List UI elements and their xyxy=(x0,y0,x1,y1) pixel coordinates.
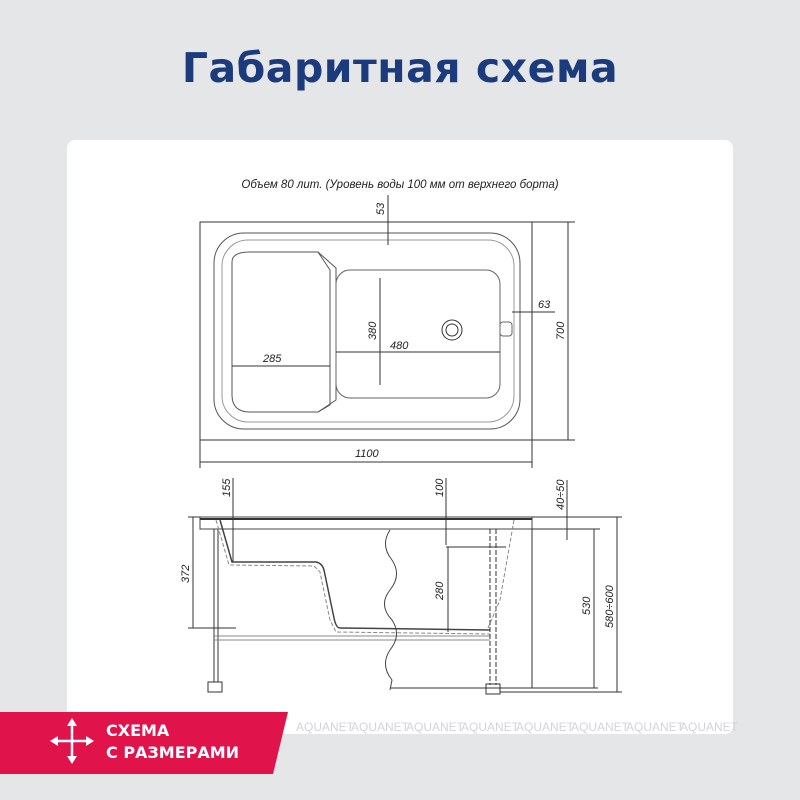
top-view xyxy=(199,195,575,468)
dim-372: 372 xyxy=(180,565,192,583)
leg-foot-left xyxy=(207,681,223,693)
svg-text:AQUANET: AQUANET xyxy=(516,720,575,734)
four-way-arrows-icon xyxy=(50,718,94,764)
dim-480: 480 xyxy=(390,340,409,352)
dim-280: 280 xyxy=(434,581,446,601)
banner-label: СХЕМА С РАЗМЕРАМИ xyxy=(106,720,239,764)
page-title: Габаритная схема xyxy=(181,44,619,92)
dim-700: 700 xyxy=(555,321,567,340)
leg-foot-right xyxy=(485,683,501,695)
dim-40-50: 40÷50 xyxy=(555,479,567,510)
svg-text:AQUANET: AQUANET xyxy=(296,720,355,734)
svg-text:AQUANET: AQUANET xyxy=(351,720,410,734)
overflow-icon xyxy=(499,321,513,337)
banner-line1: СХЕМА xyxy=(106,721,170,740)
dim-63: 63 xyxy=(538,299,551,311)
drain-icon xyxy=(441,319,463,341)
svg-text:AQUANET: AQUANET xyxy=(626,720,685,734)
dim-380: 380 xyxy=(367,321,379,340)
watermarks: AQUANET AQUANET AQUANET AQUANET AQUANET … xyxy=(296,720,739,734)
dim-580-600: 580÷600 xyxy=(604,584,616,628)
banner-line2: С РАЗМЕРАМИ xyxy=(106,743,240,762)
dim-100: 100 xyxy=(434,478,446,497)
svg-text:AQUANET: AQUANET xyxy=(680,720,739,734)
dim-1100: 1100 xyxy=(355,448,380,460)
diagram-card xyxy=(67,140,733,734)
svg-text:AQUANET: AQUANET xyxy=(461,720,520,734)
svg-text:AQUANET: AQUANET xyxy=(571,720,630,734)
dim-285: 285 xyxy=(262,353,282,365)
dim-155: 155 xyxy=(221,478,233,497)
side-view xyxy=(188,478,622,695)
svg-text:AQUANET: AQUANET xyxy=(406,720,465,734)
dim-530: 530 xyxy=(581,596,593,615)
dim-53: 53 xyxy=(375,202,387,215)
volume-note: Объем 80 лит. (Уровень воды 100 мм от ве… xyxy=(241,179,558,191)
